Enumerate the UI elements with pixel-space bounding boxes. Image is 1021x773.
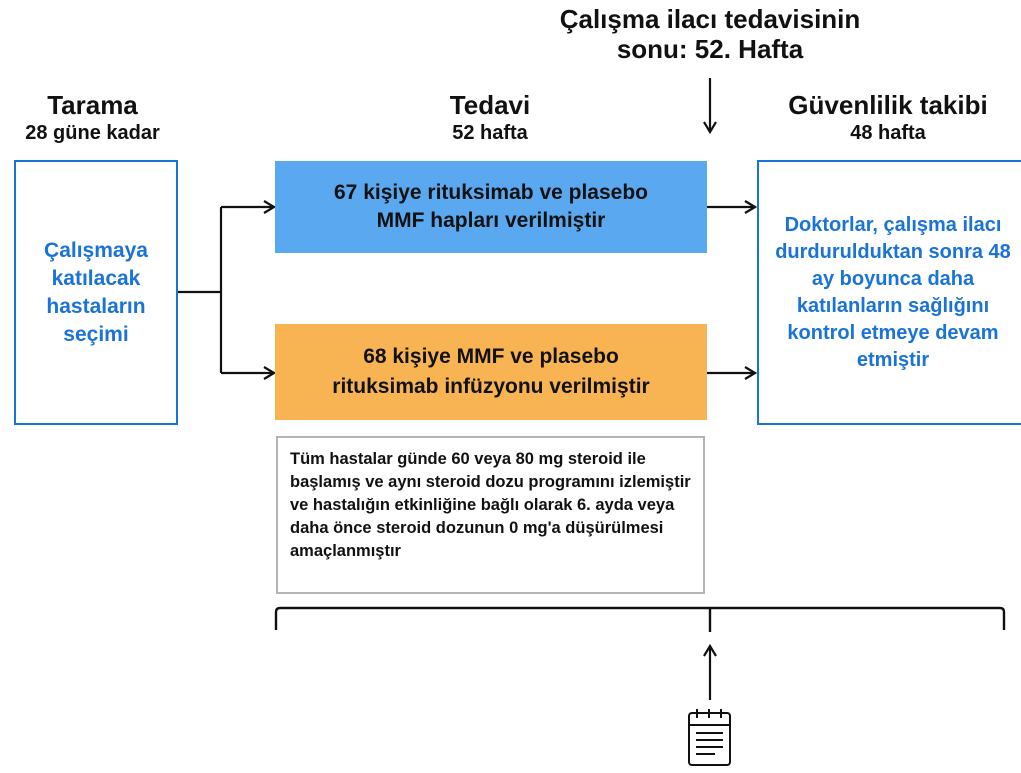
phase-screening-header: Tarama 28 güne kadar bbox=[0, 90, 185, 146]
screening-box-text: Çalışmaya katılacak hastaların seçimi bbox=[44, 238, 148, 346]
end-of-treatment-line2: sonu: 52. Hafta bbox=[616, 34, 804, 64]
followup-box: Doktorlar, çalışma ilacı durdurulduktan … bbox=[757, 160, 1021, 425]
steroid-note-text: Tüm hastalar günde 60 veya 80 mg steroid… bbox=[290, 450, 691, 560]
document-icon bbox=[688, 709, 731, 766]
steroid-note: Tüm hastalar günde 60 veya 80 mg steroid… bbox=[276, 436, 705, 594]
phase-followup-title: Güvenlilik takibi bbox=[788, 90, 988, 120]
phase-screening-title: Tarama bbox=[47, 90, 138, 120]
phase-treatment-title: Tedavi bbox=[449, 90, 531, 120]
screening-box: Çalışmaya katılacak hastaların seçimi bbox=[14, 160, 178, 425]
arm1-text: 67 kişiye rituksimab ve plasebo MMF hapl… bbox=[334, 181, 648, 232]
phase-followup-duration: 48 hafta bbox=[850, 122, 926, 144]
end-of-treatment-label: Çalışma ilacı tedavisinin sonu: 52. Haft… bbox=[520, 4, 900, 64]
arm2-box: 68 kişiye MMF ve plasebo rituksimab infü… bbox=[275, 324, 707, 420]
phase-treatment-header: Tedavi 52 hafta bbox=[400, 90, 580, 146]
phase-treatment-duration: 52 hafta bbox=[452, 122, 528, 144]
arm2-text: 68 kişiye MMF ve plasebo rituksimab infü… bbox=[332, 345, 650, 398]
phase-followup-header: Güvenlilik takibi 48 hafta bbox=[755, 90, 1021, 146]
phase-screening-duration: 28 güne kadar bbox=[25, 122, 160, 144]
timeline-bracket bbox=[274, 606, 1006, 630]
arm1-box: 67 kişiye rituksimab ve plasebo MMF hapl… bbox=[275, 161, 707, 253]
end-of-treatment-line1: Çalışma ilacı tedavisinin bbox=[559, 4, 861, 34]
followup-box-text: Doktorlar, çalışma ilacı durdurulduktan … bbox=[775, 213, 1011, 371]
